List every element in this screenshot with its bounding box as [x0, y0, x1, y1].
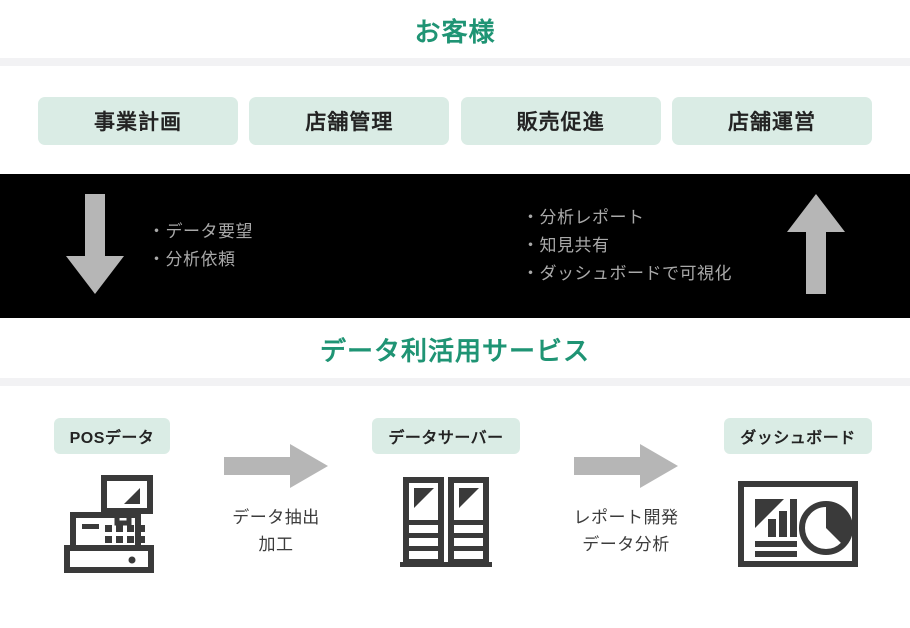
pipeline-step-report: レポート開発 データ分析 [536, 444, 716, 558]
pipeline-step-label-line1: データ抽出 [232, 508, 320, 527]
pipeline-node-pill[interactable]: POSデータ [53, 418, 171, 454]
divider-bottom [0, 378, 910, 386]
pipeline-node-icon-wrap [62, 472, 162, 576]
delivery-list-item: ・分析レポート [522, 208, 645, 227]
pipeline-node-pill[interactable]: ダッシュボード [724, 418, 872, 454]
arrow-right-icon [224, 444, 328, 488]
delivery-list-item: ・ダッシュボードで可視化 [522, 264, 732, 283]
service-section-title: データ利活用サービス [319, 336, 590, 366]
request-list-item: ・分析依頼 [148, 250, 236, 269]
pipeline-step-extract: データ抽出 加工 [186, 444, 366, 558]
pipeline-node-icon-wrap [738, 472, 858, 576]
pipeline-node-dashboard[interactable]: ダッシュボード [703, 418, 893, 576]
pipeline-node-pos[interactable]: POSデータ [17, 418, 207, 576]
pipeline-node-pill[interactable]: データサーバー [372, 418, 520, 454]
pipeline-node-label: ダッシュボード [740, 430, 856, 447]
pipeline-node-server[interactable]: データサーバー [351, 418, 541, 576]
customer-pill-sales-promotion[interactable]: 販売促進 [460, 97, 661, 145]
customer-pill-store-management[interactable]: 店舗管理 [249, 97, 450, 145]
pos-register-icon [64, 475, 154, 573]
data-server-icon [400, 477, 492, 567]
customer-pill-row: 事業計画 店舗管理 販売促進 店舗運営 [38, 97, 872, 145]
customer-pill-label: 店舗運営 [727, 111, 816, 134]
delivery-list: ・分析レポート ・知見共有 ・ダッシュボードで可視化 [522, 204, 732, 288]
request-list: ・データ要望 ・分析依頼 [148, 218, 253, 274]
customer-pill-store-operation[interactable]: 店舗運営 [671, 97, 872, 145]
customer-section-title: お客様 [414, 17, 496, 47]
customer-pill-label: 販売促進 [516, 111, 605, 134]
arrow-down-icon [66, 194, 124, 294]
customer-pill-label: 事業計画 [94, 111, 182, 134]
arrow-up-icon [787, 194, 845, 294]
pipeline-node-label: POSデータ [69, 430, 155, 447]
delivery-list-item: ・知見共有 [522, 236, 610, 255]
exchange-band [0, 174, 910, 318]
dashboard-chart-icon [738, 481, 858, 567]
customer-pill-business-plan[interactable]: 事業計画 [38, 97, 238, 145]
arrow-right-icon [574, 444, 678, 488]
service-pipeline: POSデータ [0, 418, 910, 628]
customer-pill-label: 店舗管理 [305, 111, 394, 134]
pipeline-node-icon-wrap [396, 472, 496, 576]
pipeline-step-label: データ抽出 加工 [232, 504, 320, 558]
pipeline-step-label: レポート開発 データ分析 [574, 504, 679, 558]
divider-top [0, 58, 910, 66]
pipeline-step-label-line2: データ分析 [582, 535, 670, 554]
pipeline-node-label: データサーバー [388, 430, 504, 447]
pipeline-step-label-line2: 加工 [258, 535, 294, 554]
pipeline-step-label-line1: レポート開発 [573, 508, 679, 527]
request-list-item: ・データ要望 [148, 222, 253, 241]
